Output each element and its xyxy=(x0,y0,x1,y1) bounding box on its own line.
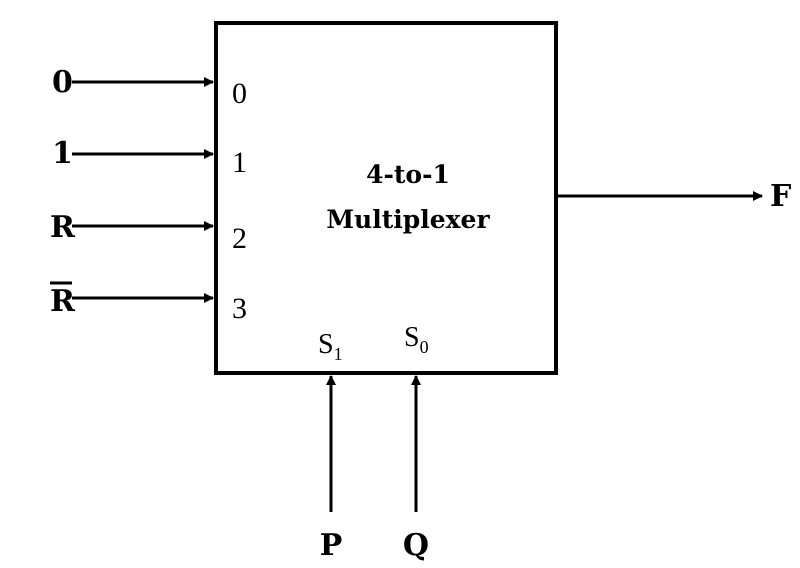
input-source-0: 0 xyxy=(52,65,73,100)
output-label: F xyxy=(770,179,791,214)
input-line-2: R 2 xyxy=(50,210,247,255)
input-source-1: 1 xyxy=(52,136,73,171)
mux-title-line2: Multiplexer xyxy=(326,205,490,234)
input-port-1: 1 xyxy=(232,146,247,179)
input-line-1: 1 1 xyxy=(52,136,247,179)
select-port-s0: S0 xyxy=(404,322,429,357)
select-line-s1: S1 P xyxy=(318,329,343,563)
select-line-s0: S0 Q xyxy=(403,322,429,563)
input-port-0: 0 xyxy=(232,77,247,110)
input-line-0: 0 0 xyxy=(52,65,247,110)
input-source-3: R xyxy=(50,284,76,319)
input-source-2: R xyxy=(50,210,76,245)
select-source-q: Q xyxy=(403,528,429,563)
select-source-p: P xyxy=(320,528,343,563)
input-port-2: 2 xyxy=(232,222,247,255)
input-port-3: 3 xyxy=(232,292,247,325)
select-port-s1: S1 xyxy=(318,329,343,364)
multiplexer-box xyxy=(214,21,558,375)
input-line-3: R 3 xyxy=(50,281,247,325)
mux-title-line1: 4-to-1 xyxy=(366,160,450,189)
output-line: F xyxy=(557,179,791,214)
